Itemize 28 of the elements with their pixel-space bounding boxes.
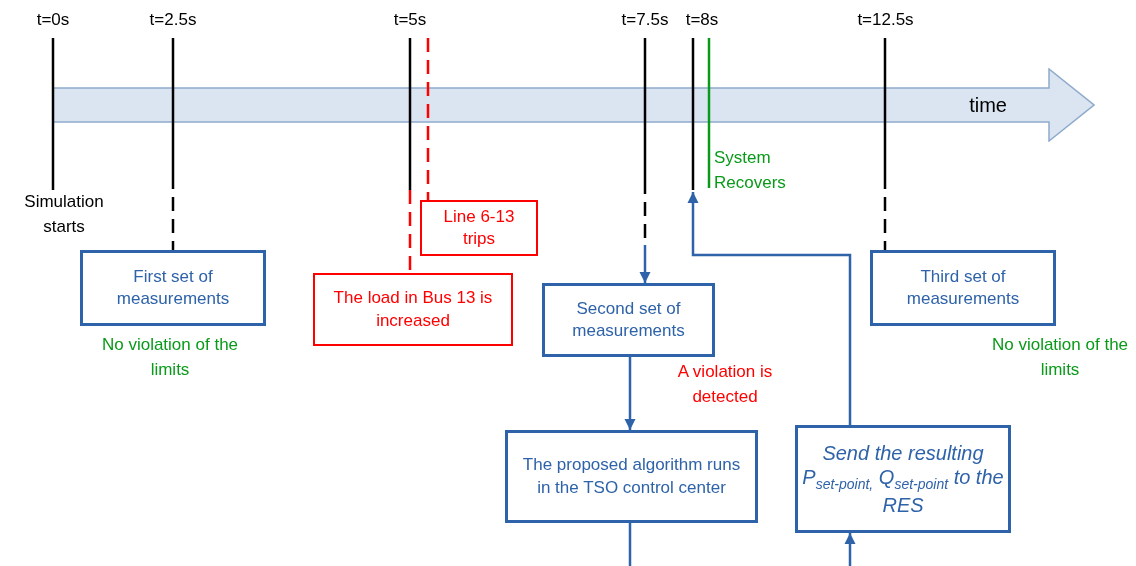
status-note: No violation of the limits [990,334,1130,381]
status-note: No violation of the limits [100,334,240,381]
process-box: Send the resulting P$_{set-point,}$ Q$_{set-point}$ to the RES [795,425,1011,533]
process-box: The proposed algorithm runs in the TSO control center [505,430,758,523]
tick-label: t=8s [684,9,720,31]
connector-line [408,190,412,273]
connector-line [426,38,430,200]
arrow [624,357,636,430]
axis-label: time [969,94,1007,117]
connector-line [883,175,887,250]
annotation: Simulation starts [23,191,105,238]
timeline-arrow [52,68,1095,142]
process-box: Third set of measurements [870,250,1056,326]
connector-line [628,523,632,566]
event-box: Line 6-13 trips [420,200,538,256]
tick-label: t=0s [35,9,71,31]
process-box: Second set of measurements [542,283,715,357]
tick-label: t=2.5s [148,9,198,31]
arrow [687,192,852,425]
annotation: System Recovers [714,147,787,194]
arrow [639,245,651,283]
tick-label: t=5s [392,9,428,31]
arrow [844,533,856,566]
event-box: The load in Bus 13 is increased [313,273,513,346]
tick-label: t=12.5s [856,9,915,31]
process-box: First set of measurements [80,250,266,326]
connector-line [171,175,175,250]
status-note: A violation is detected [676,361,774,408]
